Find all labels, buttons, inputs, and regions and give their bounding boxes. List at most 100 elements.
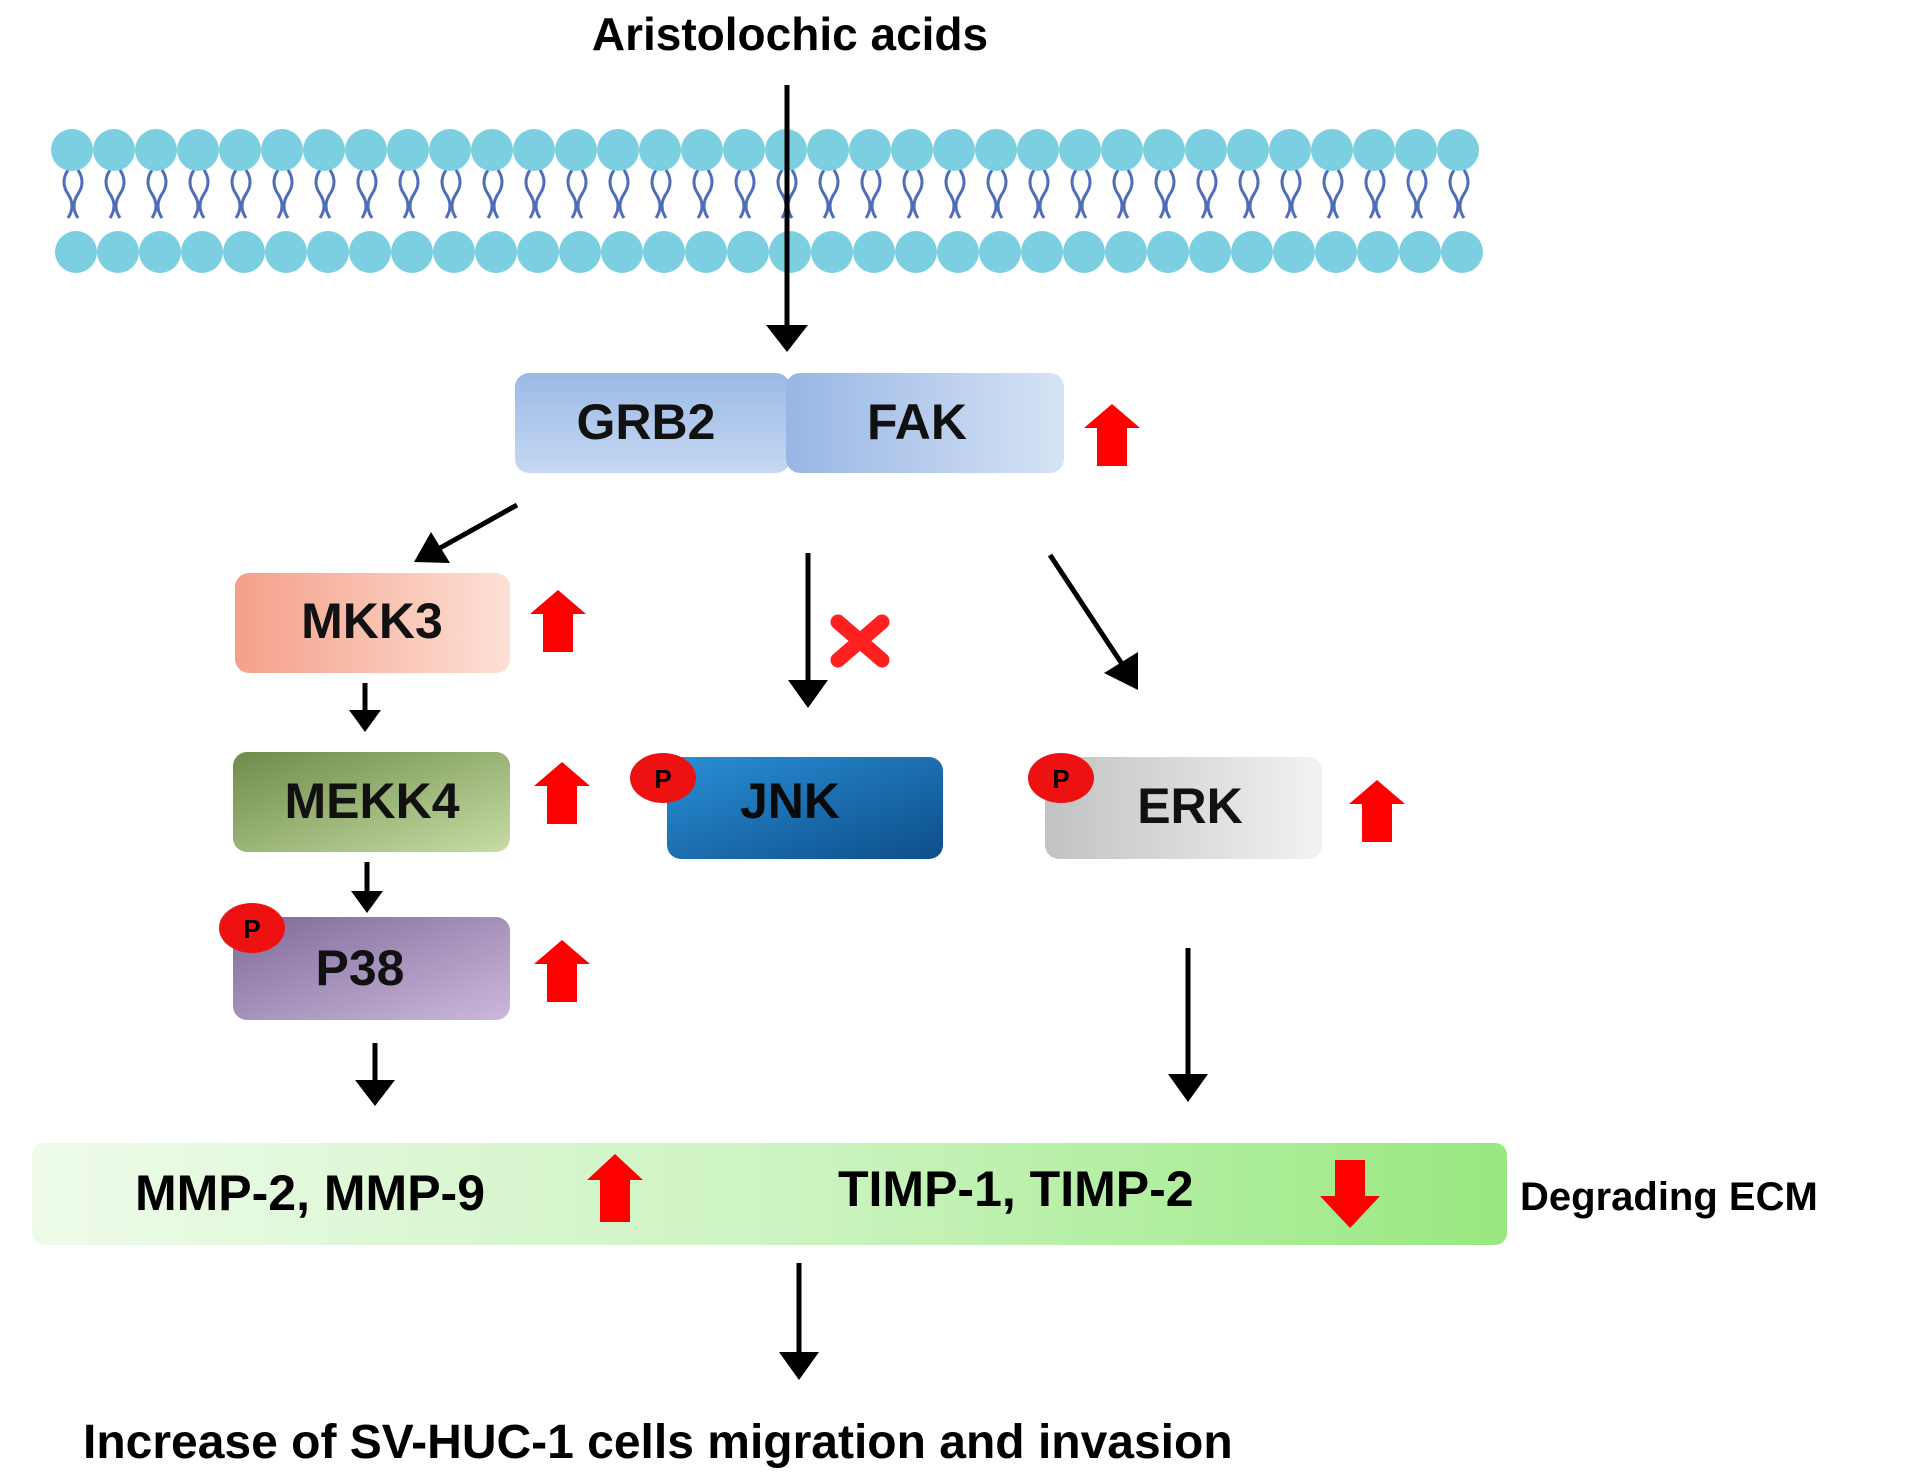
lipid-head-inner [769, 231, 811, 273]
lipid-head-outer [1227, 129, 1269, 171]
lipid-head-inner [349, 231, 391, 273]
lipid-head-inner [391, 231, 433, 273]
lipid-head-inner [559, 231, 601, 273]
erk-up-arrow [1349, 780, 1405, 842]
lipid-tail [104, 169, 126, 219]
lipid-head-inner [979, 231, 1021, 273]
p38-label: P38 [316, 940, 405, 996]
lipid-head-inner [643, 231, 685, 273]
lipid-head-inner [1231, 231, 1273, 273]
cell-membrane [51, 129, 1483, 273]
fak-label: FAK [867, 394, 967, 450]
lipid-head-outer [723, 129, 765, 171]
lipid-head-inner [1021, 231, 1063, 273]
lipid-head-outer [639, 129, 681, 171]
lipid-head-inner [139, 231, 181, 273]
lipid-head-outer [975, 129, 1017, 171]
lipid-tail [1322, 169, 1344, 219]
stimulus-label: Aristolochic acids [592, 8, 988, 60]
arrowhead-ecm-right [1168, 1074, 1208, 1102]
lipid-tail [1028, 169, 1050, 219]
lipid-tail [1448, 169, 1470, 219]
grb2-box [515, 373, 790, 473]
arrowhead-mkk3 [414, 532, 450, 563]
ecm-bar [32, 1143, 1507, 1245]
timp-down-arrow [1320, 1160, 1380, 1228]
lipid-head-inner [601, 231, 643, 273]
lipid-head-inner [433, 231, 475, 273]
lipid-head-inner [97, 231, 139, 273]
lipid-head-inner [1357, 231, 1399, 273]
lipid-head-inner [1189, 231, 1231, 273]
jnk-phospho-label: P [654, 764, 671, 794]
lipid-head-inner [937, 231, 979, 273]
lipid-tail [356, 169, 378, 219]
lipid-head-outer [513, 129, 555, 171]
p38-up-arrow [534, 940, 590, 1002]
lipid-head-outer [555, 129, 597, 171]
lipid-tail [482, 169, 504, 219]
arrowhead-jnk [788, 680, 828, 708]
lipid-tail [188, 169, 210, 219]
lipid-tail [440, 169, 462, 219]
lipid-tail [314, 169, 336, 219]
lipid-head-outer [219, 129, 261, 171]
lipid-head-outer [135, 129, 177, 171]
lipid-tail [818, 169, 840, 219]
arrow-complex-to-mkk3 [438, 502, 519, 551]
lipid-head-outer [1101, 129, 1143, 171]
lipid-head-outer [1059, 129, 1101, 171]
arrows [349, 85, 1208, 1380]
jnk-box [667, 757, 943, 859]
lipid-head-inner [1441, 231, 1483, 273]
lipid-tail [1280, 169, 1302, 219]
p38-phospho-label: P [243, 914, 260, 944]
lipid-tail [1070, 169, 1092, 219]
lipid-head-outer [933, 129, 975, 171]
arrowhead-mekk4 [349, 710, 381, 732]
mekk4-label: MEKK4 [284, 773, 459, 829]
lipid-head-outer [1017, 129, 1059, 171]
grb2-fak-complex: GRB2 FAK [515, 373, 1064, 473]
lipid-tail [650, 169, 672, 219]
lipid-head-inner [727, 231, 769, 273]
lipid-head-inner [853, 231, 895, 273]
arrow-complex-to-erk [1047, 553, 1125, 666]
lipid-head-outer [261, 129, 303, 171]
mekk4-box [233, 752, 510, 852]
fak-box [786, 373, 1064, 473]
lipid-tail [524, 169, 546, 219]
lipid-tail [860, 169, 882, 219]
lipid-head-inner [811, 231, 853, 273]
lipid-tail [398, 169, 420, 219]
erk-label: ERK [1137, 778, 1243, 834]
mekk4-up-arrow [534, 762, 590, 824]
arrowhead-stimulus [766, 325, 808, 352]
mmp-up-arrow [587, 1154, 643, 1222]
lipid-head-outer [1395, 129, 1437, 171]
lipid-tail [272, 169, 294, 219]
lipid-head-inner [265, 231, 307, 273]
lipid-head-outer [471, 129, 513, 171]
arrowhead-outcome [779, 1352, 819, 1380]
lipid-head-inner [1315, 231, 1357, 273]
erk-phospho-badge [1028, 753, 1094, 803]
lipid-head-outer [51, 129, 93, 171]
mkk3-up-arrow [530, 590, 586, 652]
lipid-head-outer [849, 129, 891, 171]
lipid-tail [902, 169, 924, 219]
lipid-tail [1196, 169, 1218, 219]
lipid-head-outer [429, 129, 471, 171]
lipid-head-inner [517, 231, 559, 273]
lipid-tail [608, 169, 630, 219]
erk-box [1045, 757, 1322, 859]
lipid-head-inner [475, 231, 517, 273]
lipid-head-outer [1185, 129, 1227, 171]
lipid-head-outer [1437, 129, 1479, 171]
lipid-tail [944, 169, 966, 219]
lipid-head-outer [1143, 129, 1185, 171]
lipid-tail [146, 169, 168, 219]
lipid-tail [230, 169, 252, 219]
